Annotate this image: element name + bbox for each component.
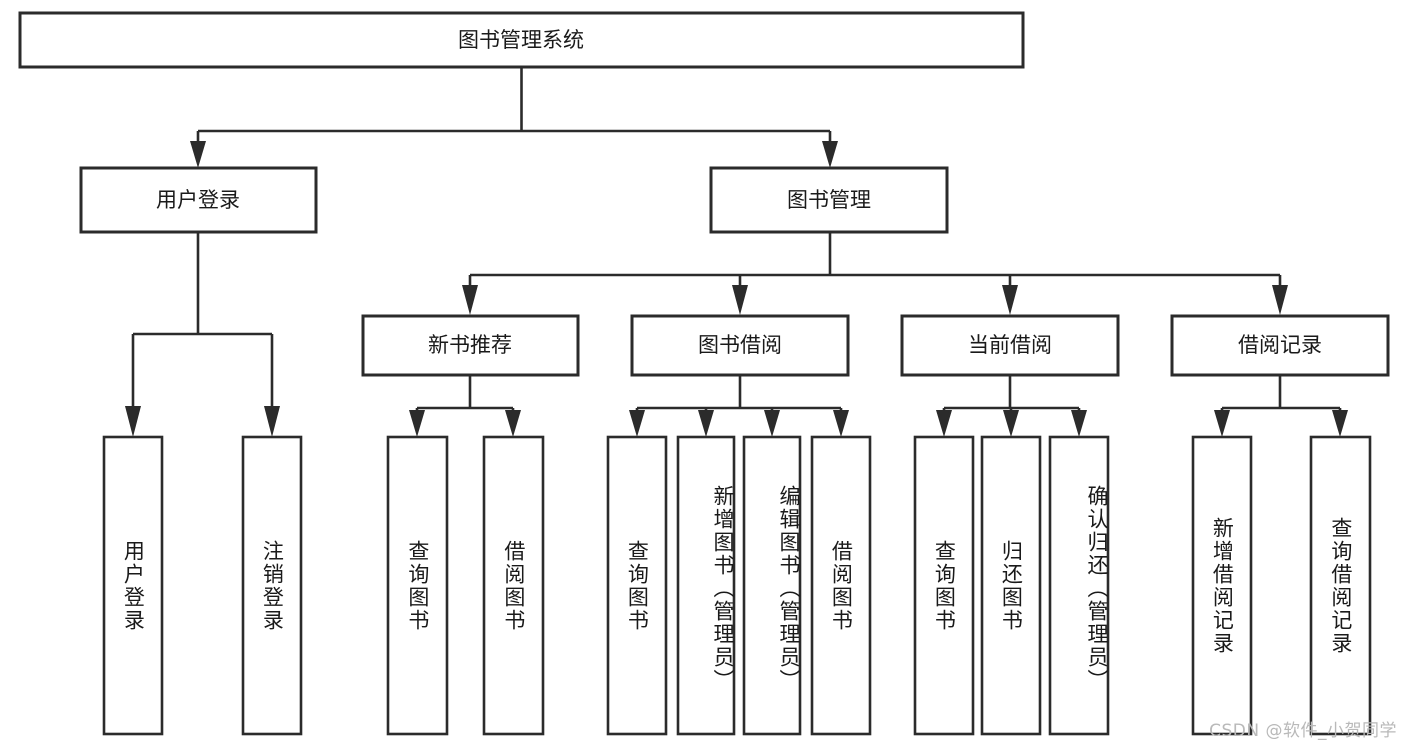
arrow-head-borrowrecord-2 [1332,410,1348,437]
node-user-login-label: 用户登录 [156,188,240,212]
connector-group-root [190,67,838,168]
arrow-head-userlogin-2 [264,406,280,437]
leaf-box-new-book-0[interactable] [386,435,449,736]
node-root-box[interactable] [18,11,1025,69]
leaf-box-new-book-1[interactable] [482,435,545,736]
connector-group-user-login [125,232,280,437]
connector-group-borrow-record [1214,375,1348,437]
node-user-login[interactable]: 用户登录 [79,166,318,234]
arrow-head-bookmanage-3 [1002,285,1018,315]
leaf-box-book-borrow-1[interactable] [676,435,736,736]
leaf-boxes [102,435,1372,736]
connector-group-current-borrow [936,375,1087,437]
leaf-box-user-login-0[interactable] [102,435,164,736]
connector-group-book-borrow [629,375,849,437]
arrow-head-currentborrow-2 [1003,410,1019,437]
node-book-manage[interactable]: 图书管理 [709,166,949,234]
node-current-borrow-box[interactable] [900,314,1120,377]
arrow-head-bookborrow-1 [629,410,645,437]
node-root-label: 图书管理系统 [458,28,584,52]
node-book-manage-box[interactable] [709,166,949,234]
node-book-borrow-label: 图书借阅 [698,333,782,357]
leaf-box-borrow-record-1[interactable] [1309,435,1372,736]
arrow-head-bookmanage-1 [462,285,478,315]
node-book-manage-label: 图书管理 [787,188,871,212]
leaf-box-book-borrow-3[interactable] [810,435,872,736]
arrow-head-newbook-2 [505,410,521,437]
node-current-borrow[interactable]: 当前借阅 [900,314,1120,377]
leaf-box-user-login-1[interactable] [241,435,303,736]
arrow-head-currentborrow-3 [1071,410,1087,437]
node-user-login-box[interactable] [79,166,318,234]
leaf-box-borrow-record-0[interactable] [1191,435,1253,736]
node-borrow-record-box[interactable] [1170,314,1390,377]
watermark-text: CSDN @软件_小贺同学 [1209,721,1397,741]
connector-group-book-manage [462,232,1288,315]
arrow-head-borrowrecord-1 [1214,410,1230,437]
arrow-head-bookmanage-4 [1272,285,1288,315]
arrow-head-currentborrow-1 [936,410,952,437]
arrow-head-bookborrow-2 [698,410,714,437]
node-borrow-record[interactable]: 借阅记录 [1170,314,1390,377]
arrow-head-bookborrow-3 [764,410,780,437]
leaf-box-current-borrow-2[interactable] [1048,435,1110,736]
node-book-borrow[interactable]: 图书借阅 [630,314,850,377]
leaf-box-current-borrow-0[interactable] [913,435,975,736]
leaf-box-current-borrow-1[interactable] [980,435,1042,736]
node-borrow-record-label: 借阅记录 [1238,333,1322,357]
arrow-head-newbook-1 [409,410,425,437]
node-current-borrow-label: 当前借阅 [968,333,1052,357]
node-book-borrow-box[interactable] [630,314,850,377]
node-new-book-recommend-label: 新书推荐 [428,333,512,357]
arrow-head-root-2 [822,141,838,168]
arrow-head-root-1 [190,141,206,168]
connector-group-new-book [409,375,521,437]
node-new-book-recommend-box[interactable] [361,314,580,377]
node-root[interactable]: 图书管理系统 [18,11,1025,69]
leaf-box-book-borrow-0[interactable] [606,435,668,736]
arrow-head-userlogin-1 [125,406,141,437]
arrow-head-bookmanage-2 [732,285,748,315]
node-new-book-recommend[interactable]: 新书推荐 [361,314,580,377]
leaf-box-book-borrow-2[interactable] [742,435,802,736]
arrow-head-bookborrow-4 [833,410,849,437]
